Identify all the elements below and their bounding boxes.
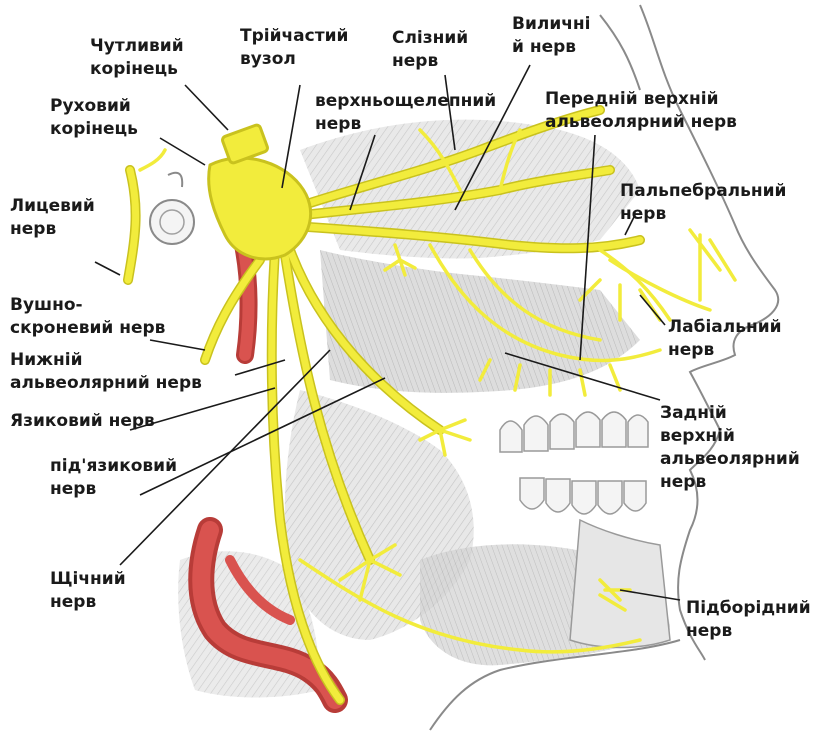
mandible xyxy=(570,520,670,648)
teeth xyxy=(500,412,648,514)
ear-canal xyxy=(150,200,194,244)
trigeminal-ganglion-shape xyxy=(209,158,311,259)
label-auriculotemporal-nerve: Вушно-скроневий нерв xyxy=(10,294,165,340)
label-lingual-nerve: Язиковий нерв xyxy=(10,410,155,433)
sensory-root-shape xyxy=(221,124,268,164)
